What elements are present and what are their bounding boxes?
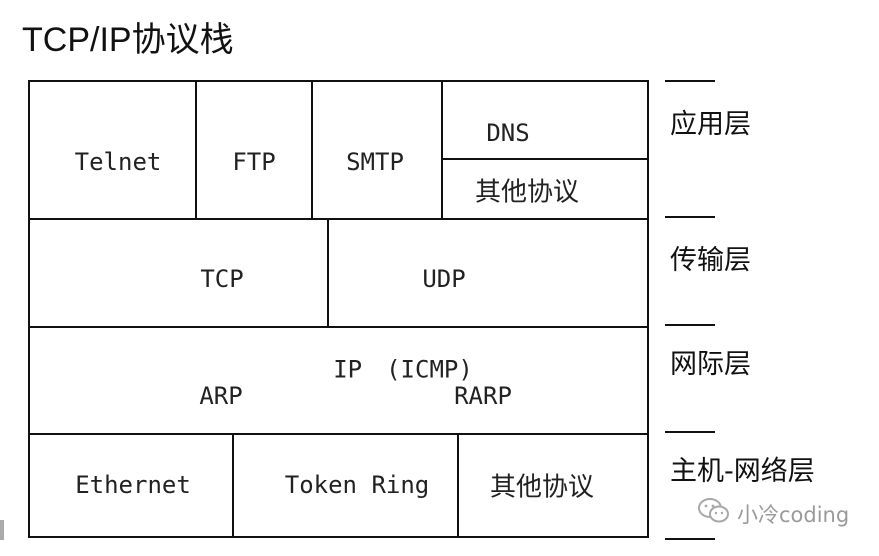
col-divider xyxy=(311,82,313,218)
protocol-ftp: FTP xyxy=(232,148,276,176)
layer-label-transport: 传输层 xyxy=(670,245,751,276)
dns-divider xyxy=(441,158,649,160)
protocol-ip-icmp: IP (ICMP) xyxy=(333,355,473,384)
layer-label-internet: 网际层 xyxy=(670,349,751,380)
row-divider xyxy=(30,326,649,328)
protocol-ethernet: Ethernet xyxy=(75,471,191,499)
protocol-telnet: Telnet xyxy=(74,148,162,176)
col-divider xyxy=(232,433,234,538)
watermark: 小冷coding xyxy=(697,497,849,530)
layer-label-application: 应用层 xyxy=(670,109,751,140)
layer-boundary xyxy=(665,431,715,433)
layer-boundary xyxy=(665,538,715,540)
col-divider xyxy=(441,82,443,218)
protocol-other-application: 其他协议 xyxy=(474,177,580,208)
protocol-smtp: SMTP xyxy=(346,148,404,176)
layer-boundary xyxy=(665,324,715,326)
protocol-arp: ARP xyxy=(199,382,243,410)
row-divider xyxy=(30,218,649,220)
protocol-udp: UDP xyxy=(422,265,466,293)
col-divider xyxy=(327,218,329,326)
layer-boundary xyxy=(665,80,715,82)
col-divider xyxy=(195,82,197,218)
edge-artifact xyxy=(0,520,4,540)
protocol-tcp: TCP xyxy=(200,265,244,293)
col-divider xyxy=(457,433,459,538)
diagram-title: TCP/IP协议栈 xyxy=(22,21,234,59)
layer-label-host-network: 主机-网络层 xyxy=(670,456,815,487)
protocol-token-ring: Token Ring xyxy=(284,471,430,499)
protocol-rarp: RARP xyxy=(454,382,512,410)
layer-boundary xyxy=(665,216,715,218)
watermark-text: 小冷coding xyxy=(737,502,850,527)
row-divider xyxy=(30,433,649,435)
protocol-stack-table: Telnet FTP SMTP DNS 其他协议 TCP UDP IP (ICM… xyxy=(28,80,649,538)
wechat-icon xyxy=(697,497,731,530)
protocol-other-network: 其他协议 xyxy=(489,472,595,503)
protocol-dns: DNS xyxy=(486,119,530,147)
